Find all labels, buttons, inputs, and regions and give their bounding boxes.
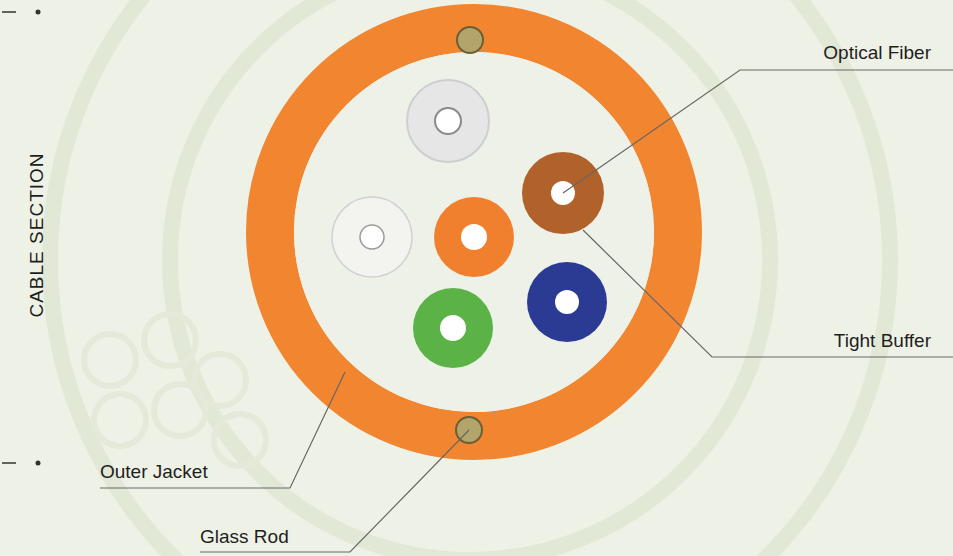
tight-buffers [332, 80, 607, 368]
background-circles [84, 314, 266, 466]
background-arcs [50, 0, 890, 556]
part-label: Outer Jacket [100, 461, 208, 483]
side-title: CABLE SECTION [25, 152, 47, 317]
part-label: Optical Fiber [823, 42, 931, 64]
leader-lines [100, 70, 953, 552]
cable-interior [294, 52, 654, 412]
outer-jacket [270, 28, 678, 436]
part-label: Glass Rod [200, 526, 289, 548]
part-label: Tight Buffer [834, 330, 931, 352]
